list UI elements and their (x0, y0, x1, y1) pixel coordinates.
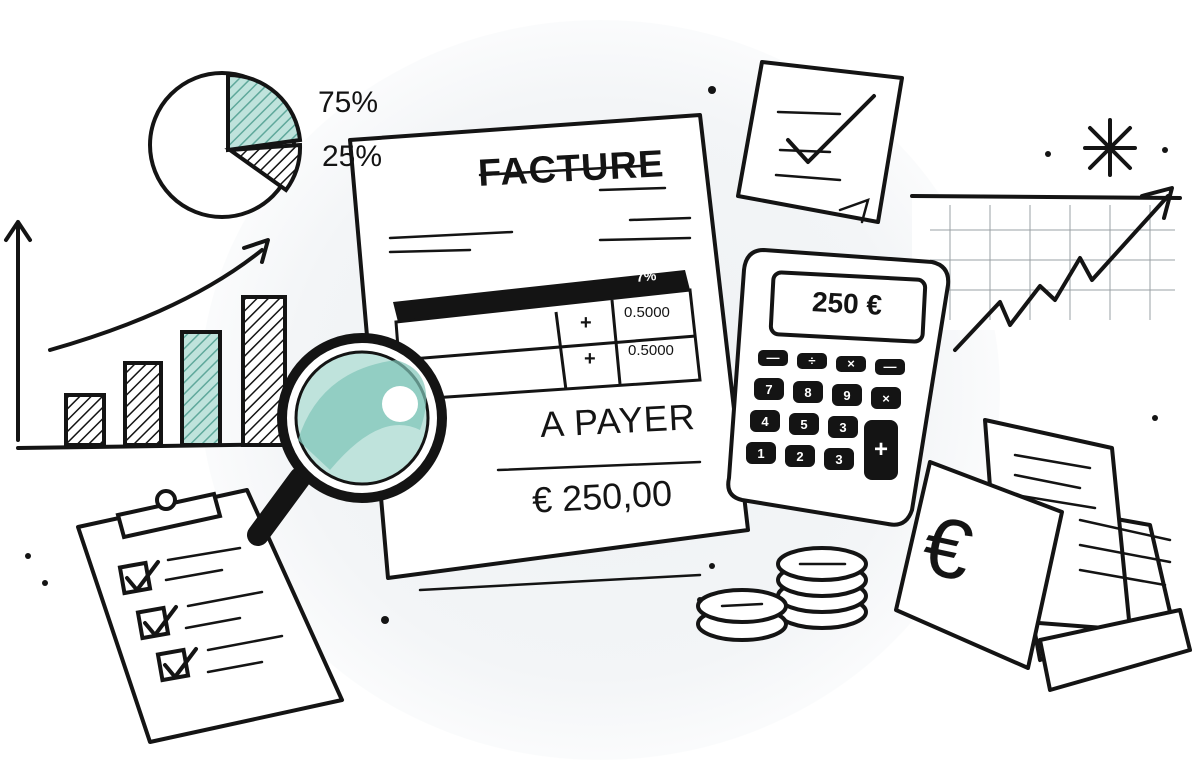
line-chart-icon (910, 186, 1182, 352)
pie-label-25: 25% (322, 140, 383, 173)
calc-key-3c: 3 (835, 452, 843, 467)
calc-key-times: × (882, 391, 890, 406)
calculator-icon (726, 248, 951, 527)
calc-key-4: — (883, 359, 897, 374)
invoice-row-2-sign: + (584, 348, 596, 370)
euro-bill-icon (894, 415, 1192, 692)
pie-label-75: 75% (318, 86, 379, 119)
calculator-display: 250 € (811, 286, 883, 321)
invoice-row-2-value: 0.5000 (628, 342, 674, 359)
calc-key-8: 8 (804, 385, 812, 400)
calc-key-1: — (766, 350, 780, 365)
invoice-due-amount: € 250,00 (530, 472, 674, 521)
calc-key-7: 7 (765, 382, 773, 397)
calc-key-2b: 2 (796, 449, 804, 464)
calc-key-plus: + (873, 436, 888, 463)
calc-key-4b: 4 (761, 414, 769, 429)
calc-key-3b: 3 (839, 420, 847, 435)
calc-key-2: ÷ (808, 353, 816, 368)
calc-key-9: 9 (843, 388, 851, 403)
invoice-due-label: A PAYER (539, 395, 697, 446)
calc-key-5: 5 (800, 417, 808, 432)
invoice-row-1-sign: + (580, 312, 592, 334)
bar-chart-icon (4, 220, 302, 450)
clipboard-icon (25, 488, 389, 744)
magnifier-icon (247, 333, 447, 546)
pie-chart-icon (148, 71, 303, 219)
invoice-row-1-value: 0.5000 (624, 304, 670, 321)
calc-key-1b: 1 (757, 446, 765, 461)
calc-key-3: × (847, 356, 855, 371)
sparkle-icon (708, 86, 1168, 177)
coins-icon (696, 546, 868, 642)
checkmark-note-icon (736, 60, 904, 224)
invoice-header-right: 7% (635, 267, 657, 285)
